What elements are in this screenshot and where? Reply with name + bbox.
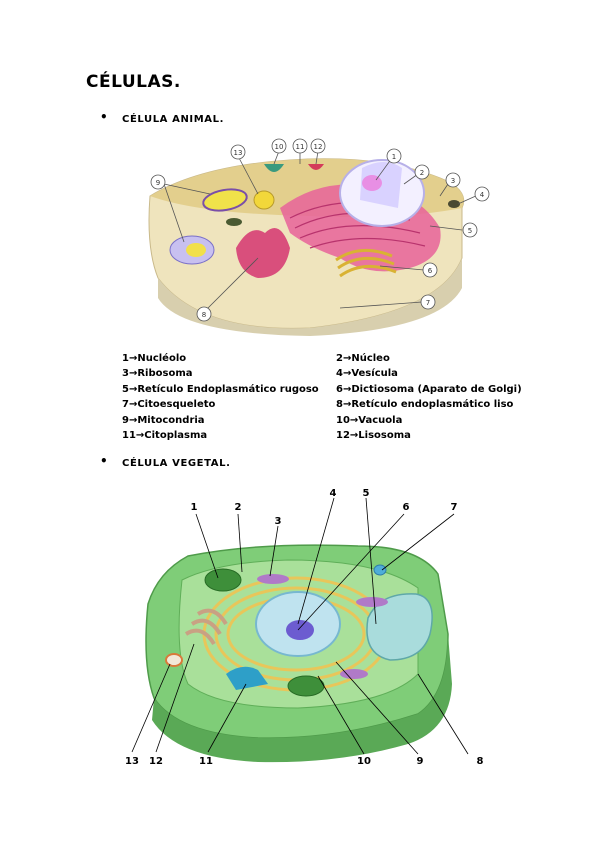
callout-13: 13	[234, 149, 243, 157]
label-5: 5	[363, 488, 370, 499]
chloroplast-1	[204, 568, 242, 592]
legend-item: 9→Mitocondria	[122, 414, 205, 426]
callout-10: 10	[275, 143, 284, 151]
callout-6: 6	[428, 267, 433, 275]
legend-item: 1→Nucléolo	[122, 353, 187, 364]
legend-item: 10→Vacuola	[336, 414, 403, 426]
callout-11: 11	[296, 143, 305, 151]
label-12: 12	[149, 756, 163, 767]
mitochondrion-2-inner	[186, 243, 206, 257]
vesicle	[448, 200, 460, 208]
lysosome	[253, 190, 275, 210]
bullet-icon: •	[100, 454, 108, 468]
plant-cell-diagram: 1 2 3 4 5 6 7 13 12 11 10 9 8	[125, 488, 484, 767]
section-heading-vegetal: CÉLULA VEGETAL.	[122, 458, 231, 469]
callout-8: 8	[202, 311, 206, 319]
legend-item: 5→Retículo Endoplasmático rugoso	[122, 383, 319, 395]
callout-lines	[131, 497, 469, 755]
legend-item: 4→Vesícula	[336, 368, 398, 380]
legend-item: 7→Citoesqueleto	[122, 399, 216, 411]
vacuole	[366, 593, 433, 661]
callout-7: 7	[426, 299, 430, 307]
vesicle	[373, 564, 387, 576]
callout-2: 2	[420, 169, 424, 177]
legend-item: 12→Lisosoma	[336, 430, 411, 442]
golgi-apparatus	[184, 608, 228, 646]
smooth-er	[236, 228, 290, 278]
legend-item: 6→Dictiosoma (Aparato de Golgi)	[336, 383, 522, 395]
vacuole	[264, 164, 284, 172]
bullet-icon: •	[100, 110, 108, 124]
legend-item: 2→Núcleo	[336, 353, 390, 364]
legend-left-column: 1→Nucléolo 3→Ribosoma 5→Retículo Endopla…	[122, 351, 319, 443]
label-1: 1	[191, 502, 198, 513]
legend-right-column: 2→Núcleo 4→Vesícula 6→Dictiosoma (Aparat…	[336, 351, 522, 443]
chloroplast-2	[287, 675, 325, 697]
mitochondrion-2	[356, 597, 388, 607]
callout-9: 9	[156, 179, 160, 187]
cell-bottom-edge	[158, 258, 462, 336]
callout-4: 4	[480, 191, 485, 199]
golgi-apparatus	[335, 248, 397, 278]
nucleolus	[362, 175, 382, 191]
callout-3: 3	[451, 177, 455, 185]
label-13: 13	[125, 756, 139, 767]
callout-1: 1	[392, 153, 396, 161]
mitochondrion-1	[257, 574, 289, 584]
label-9: 9	[417, 756, 424, 767]
label-2: 2	[235, 502, 242, 513]
label-7: 7	[451, 502, 458, 513]
label-4: 4	[330, 488, 337, 499]
section-heading-animal: CÉLULA ANIMAL.	[122, 114, 224, 125]
smooth-er	[226, 666, 268, 690]
callout-5: 5	[468, 227, 472, 235]
label-10: 10	[357, 756, 371, 767]
label-3: 3	[275, 516, 282, 527]
page-title: CÉLULAS.	[86, 72, 181, 92]
mitochondrion-1	[202, 188, 248, 212]
animal-cell-diagram: 1 2 3 4 5 6 7 8 9 10 11 12 13	[148, 138, 490, 336]
label-6: 6	[403, 502, 410, 513]
ribosome-cluster	[226, 218, 242, 226]
peroxisome	[165, 653, 183, 667]
callout-12: 12	[314, 143, 323, 151]
label-8: 8	[477, 756, 484, 767]
mitochondrion-3	[340, 669, 368, 679]
label-11: 11	[199, 756, 213, 767]
cell-wall-bottom	[152, 634, 452, 763]
nucleolus	[286, 620, 314, 640]
legend-item: 3→Ribosoma	[122, 368, 193, 380]
legend-item: 11→Citoplasma	[122, 430, 208, 442]
lysosome-top	[308, 164, 324, 170]
legend-item: 8→Retículo endoplasmático liso	[336, 399, 514, 411]
